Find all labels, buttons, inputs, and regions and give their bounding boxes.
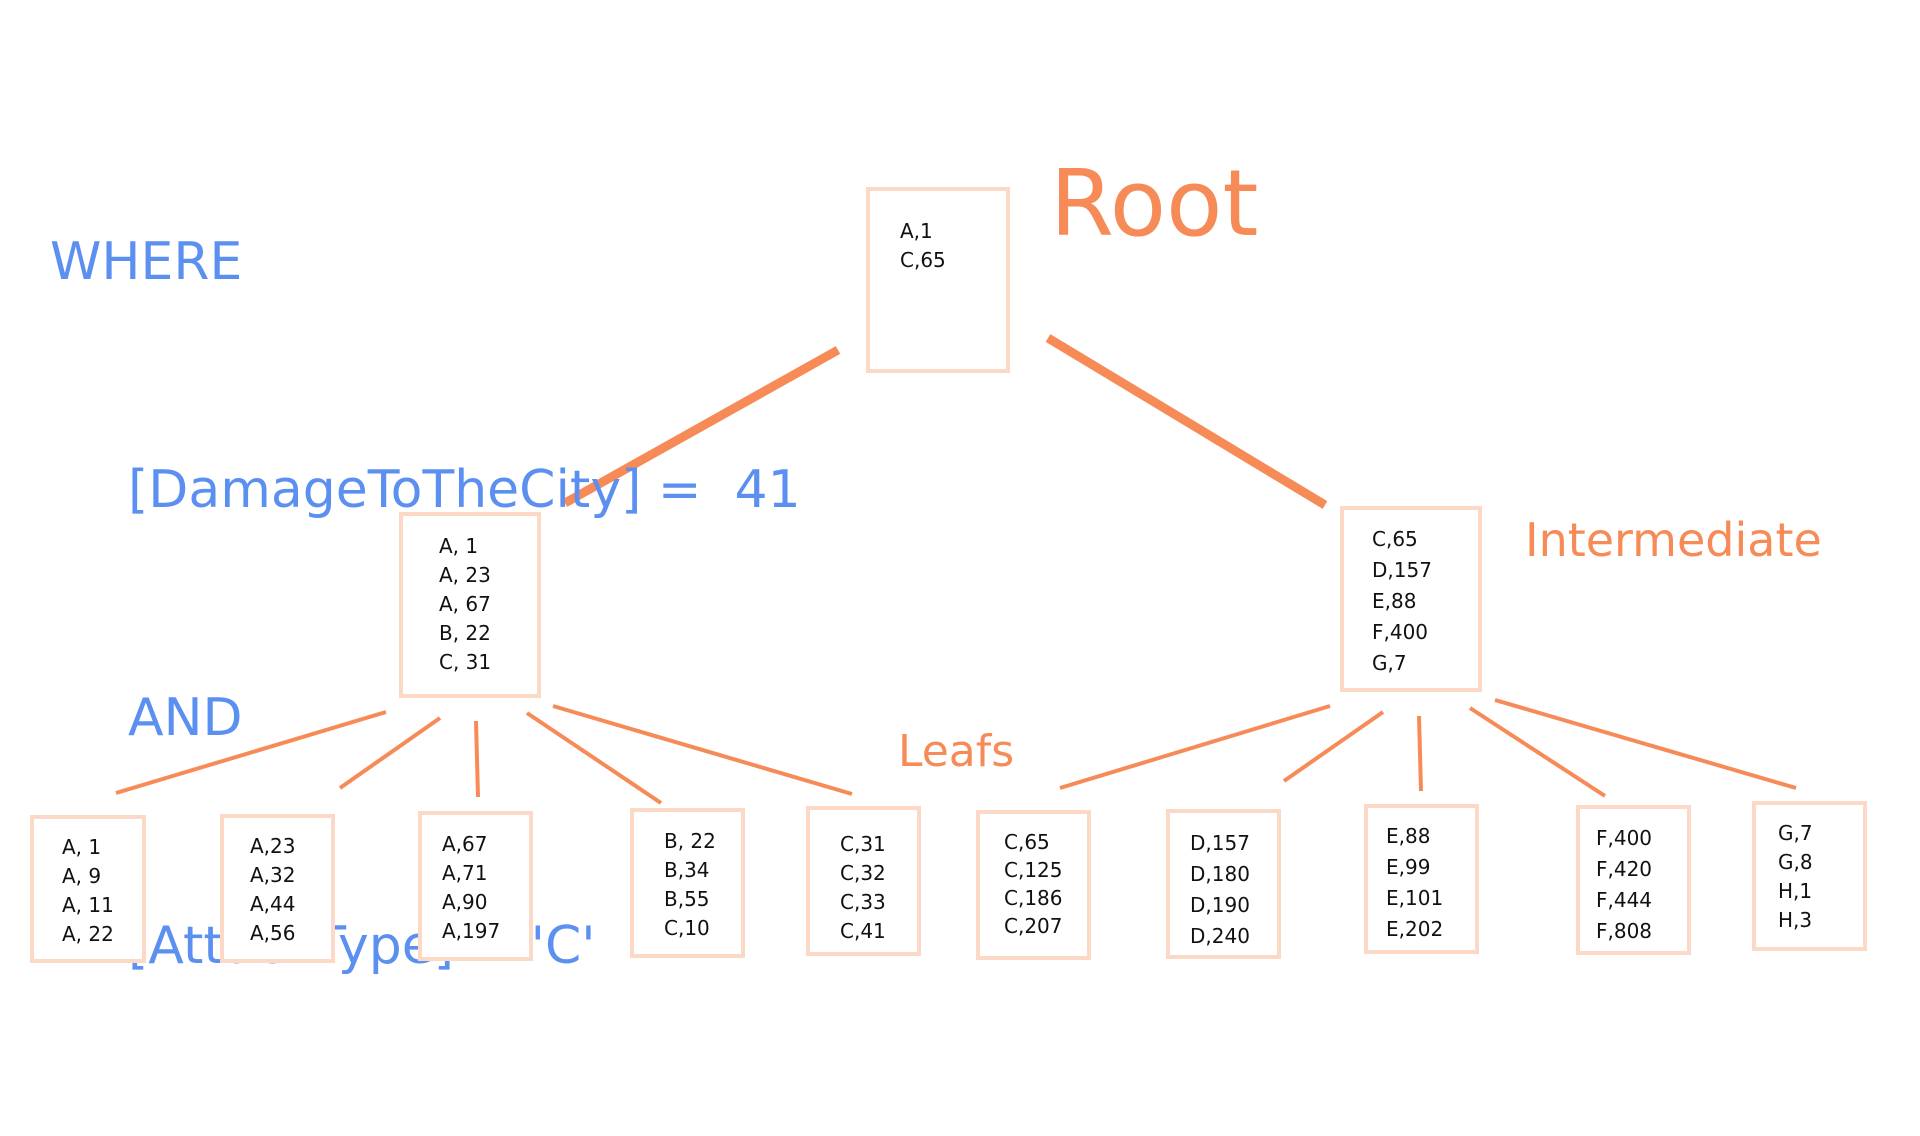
intermediate-entry: E,88 (1372, 589, 1417, 613)
edge-root-to-intermediate-right (1045, 334, 1328, 509)
root-label: Root (1050, 150, 1259, 257)
leaf-entry: A,44 (250, 892, 296, 916)
leaf-entry: C,207 (1004, 914, 1063, 938)
root-node: A,1 C,65 (866, 187, 1010, 373)
leaf-entry: A,71 (442, 861, 488, 885)
edge-int-right-to-leaf-9 (1468, 706, 1607, 798)
tree-edges (115, 334, 1797, 805)
leaf-node-8: E,88 E,99 E,101 E,202 (1364, 804, 1479, 954)
edge-int-left-to-leaf-3 (474, 720, 480, 798)
intermediate-node-right: C,65 D,157 E,88 F,400 G,7 (1340, 506, 1482, 692)
edge-int-left-to-leaf-5 (552, 704, 853, 796)
edge-int-right-to-leaf-10 (1494, 698, 1797, 790)
query-line-where: WHERE (50, 232, 243, 292)
leaf-entry: A,32 (250, 863, 296, 887)
leaf-entry: C,31 (840, 832, 886, 856)
leaf-node-3: A,67 A,71 A,90 A,197 (418, 811, 533, 961)
leaf-entry: A, 22 (62, 922, 114, 946)
leaf-entry: A,197 (442, 919, 501, 943)
leaf-entry: A,67 (442, 832, 488, 856)
leaf-entry: B,55 (664, 887, 710, 911)
leafs-label: Leafs (898, 726, 1015, 777)
leaf-entry: A,90 (442, 890, 488, 914)
edge-int-left-to-leaf-4 (525, 711, 663, 805)
leaf-entry: F,808 (1596, 919, 1653, 943)
sql-where-clause: WHERE [DamageToTheCity] = 41 AND [Attack… (50, 72, 801, 1136)
leaf-node-4: B, 22 B,34 B,55 C,10 (630, 808, 745, 958)
intermediate-entry: G,7 (1372, 651, 1407, 675)
leaf-entry: A, 9 (62, 864, 102, 888)
root-entry: A,1 (900, 219, 933, 243)
leaf-entry: A, 11 (62, 893, 114, 917)
intermediate-entry: A, 23 (439, 563, 491, 587)
intermediate-entry: C, 31 (439, 650, 492, 674)
leaf-entry: F,420 (1596, 857, 1653, 881)
intermediate-label: Intermediate (1525, 513, 1822, 567)
leaf-entry: C,41 (840, 919, 886, 943)
leaf-node-2: A,23 A,32 A,44 A,56 (220, 814, 335, 963)
b-tree-diagram: WHERE [DamageToTheCity] = 41 AND [Attack… (30, 150, 1867, 976)
root-entry: C,65 (900, 248, 946, 272)
intermediate-entry: F,400 (1372, 620, 1429, 644)
leaf-entry: H,3 (1778, 908, 1813, 932)
leaf-entry: D,157 (1190, 831, 1250, 855)
leaf-entry: F,444 (1596, 888, 1653, 912)
intermediate-entry: A, 1 (439, 534, 479, 558)
leaf-entry: H,1 (1778, 879, 1813, 903)
edge-int-right-to-leaf-6 (1059, 704, 1331, 790)
intermediate-entry: A, 67 (439, 592, 491, 616)
leaf-entry: E,202 (1386, 917, 1444, 941)
leaf-entry: E,99 (1386, 855, 1431, 879)
leaf-entry: C,186 (1004, 886, 1063, 910)
leaf-entry: E,88 (1386, 824, 1431, 848)
leaf-entry: A,23 (250, 834, 296, 858)
edge-int-left-to-leaf-1 (115, 710, 387, 795)
edge-int-right-to-leaf-8 (1417, 715, 1423, 792)
leaf-node-6: C,65 C,125 C,186 C,207 (976, 810, 1091, 960)
query-line-damage-condition: [DamageToTheCity] = 41 (128, 460, 801, 520)
leaf-entry: D,240 (1190, 924, 1250, 948)
leaf-entry: B,34 (664, 858, 710, 882)
leaf-entry: C,65 (1004, 830, 1050, 854)
leaf-entry: A, 1 (62, 835, 102, 859)
leaf-entry: D,180 (1190, 862, 1250, 886)
leaf-node-9: F,400 F,420 F,444 F,808 (1576, 805, 1691, 955)
leaf-entry: G,7 (1778, 821, 1813, 845)
intermediate-entry: C,65 (1372, 527, 1418, 551)
leaf-entry: F,400 (1596, 826, 1653, 850)
leaf-entry: C,10 (664, 916, 710, 940)
leaf-entry: A,56 (250, 921, 296, 945)
leaf-entry: D,190 (1190, 893, 1250, 917)
leaf-entry: G,8 (1778, 850, 1813, 874)
leaf-entry: E,101 (1386, 886, 1444, 910)
leaf-node-5: C,31 C,32 C,33 C,41 (806, 806, 921, 956)
leaf-entry: C,33 (840, 890, 886, 914)
leaf-entry: C,32 (840, 861, 886, 885)
leaf-entry: B, 22 (664, 829, 716, 853)
leaf-entry: C,125 (1004, 858, 1063, 882)
intermediate-entry: B, 22 (439, 621, 491, 645)
query-line-and: AND (128, 688, 243, 748)
leaf-node-10: G,7 G,8 H,1 H,3 (1752, 801, 1867, 951)
leaf-node-7: D,157 D,180 D,190 D,240 (1166, 809, 1281, 959)
leaf-node-1: A, 1 A, 9 A, 11 A, 22 (30, 815, 146, 963)
edge-root-to-intermediate-left (562, 346, 841, 507)
edge-int-right-to-leaf-7 (1282, 710, 1385, 783)
intermediate-entry: D,157 (1372, 558, 1432, 582)
intermediate-node-left: A, 1 A, 23 A, 67 B, 22 C, 31 (399, 512, 541, 698)
edge-int-left-to-leaf-2 (338, 716, 442, 790)
